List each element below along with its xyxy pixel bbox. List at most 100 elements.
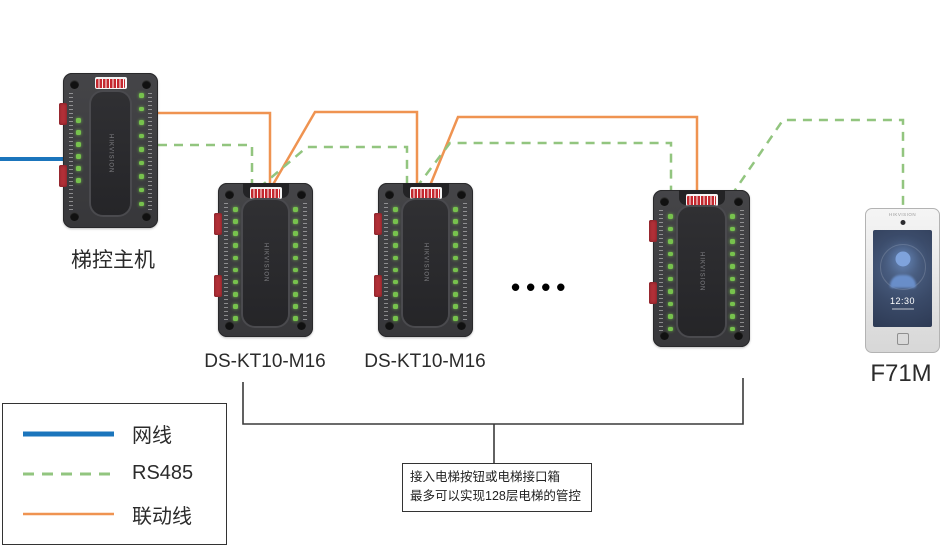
corner-screw bbox=[734, 331, 743, 340]
corner-screw bbox=[297, 190, 306, 199]
led-column bbox=[233, 207, 238, 321]
controller-model-label-1: DS-KT10-M16 bbox=[204, 351, 326, 372]
led-column bbox=[139, 93, 144, 206]
led-column bbox=[393, 207, 398, 321]
led-indicator bbox=[730, 301, 735, 306]
led-indicator bbox=[393, 231, 398, 236]
legend-line-linkage bbox=[23, 513, 114, 516]
device-faceplate: HIKVISION bbox=[678, 207, 725, 336]
led-indicator bbox=[139, 133, 144, 139]
led-indicator bbox=[293, 255, 298, 261]
dip-switch-icon bbox=[409, 187, 442, 199]
linkage-wire-2 bbox=[269, 110, 419, 189]
led-indicator bbox=[76, 130, 81, 135]
led-indicator bbox=[393, 255, 398, 261]
note-bracket-line bbox=[242, 378, 744, 425]
legend-label-network: 网线 bbox=[132, 425, 172, 448]
led-indicator bbox=[233, 243, 238, 248]
corner-screw bbox=[297, 321, 306, 330]
note-box: 接入电梯按钮或电梯接口箱 最多可以实现128层电梯的管控 bbox=[402, 463, 592, 512]
red-connector bbox=[59, 165, 67, 187]
led-indicator bbox=[730, 314, 735, 319]
face-silhouette-icon bbox=[889, 274, 916, 288]
screen-date-placeholder bbox=[891, 307, 914, 310]
floor-controller-n: HIKVISION bbox=[649, 190, 750, 347]
corner-screw bbox=[734, 197, 743, 206]
corner-screw bbox=[142, 212, 151, 221]
legend-line-network bbox=[23, 431, 114, 437]
led-indicator bbox=[233, 231, 238, 236]
red-connector bbox=[649, 282, 657, 304]
corner-screw bbox=[70, 80, 79, 89]
led-indicator bbox=[668, 226, 673, 231]
brand-text: HIKVISION bbox=[422, 243, 429, 283]
legend-item-rs485: RS485 bbox=[21, 462, 226, 485]
led-indicator bbox=[393, 267, 398, 273]
face-silhouette-icon bbox=[895, 251, 910, 267]
brand-text: HIKVISION bbox=[262, 243, 269, 283]
led-indicator bbox=[139, 106, 144, 112]
led-indicator bbox=[668, 276, 673, 281]
led-indicator bbox=[453, 279, 458, 285]
led-indicator bbox=[393, 316, 398, 321]
led-indicator bbox=[233, 219, 238, 224]
led-indicator bbox=[233, 279, 238, 285]
floor-controller-1: HIKVISION bbox=[214, 183, 313, 337]
led-column bbox=[453, 207, 458, 321]
led-indicator bbox=[139, 120, 144, 125]
dip-switch-icon bbox=[249, 187, 282, 199]
corner-screw bbox=[457, 190, 466, 199]
dip-switch-icon bbox=[94, 77, 127, 89]
led-indicator bbox=[393, 243, 398, 248]
led-indicator bbox=[668, 214, 673, 219]
device-faceplate: HIKVISION bbox=[403, 200, 448, 326]
led-indicator bbox=[233, 304, 238, 309]
led-indicator bbox=[730, 264, 735, 269]
red-connector bbox=[374, 213, 382, 235]
red-connector bbox=[649, 220, 657, 242]
red-connector bbox=[374, 275, 382, 297]
corner-screw bbox=[225, 190, 234, 199]
led-indicator bbox=[730, 251, 735, 256]
led-indicator bbox=[730, 276, 735, 281]
corner-screw bbox=[385, 190, 394, 199]
led-indicator bbox=[393, 292, 398, 297]
led-indicator bbox=[139, 93, 144, 98]
linkage-wire-3 bbox=[427, 115, 699, 193]
led-indicator bbox=[293, 267, 298, 273]
camera-icon bbox=[900, 220, 905, 225]
led-indicator bbox=[76, 118, 81, 123]
led-indicator bbox=[233, 207, 238, 212]
led-indicator bbox=[453, 219, 458, 224]
note-line-1: 接入电梯按钮或电梯接口箱 bbox=[410, 470, 561, 484]
legend-line-rs485 bbox=[23, 472, 114, 476]
led-indicator bbox=[730, 289, 735, 294]
led-indicator bbox=[668, 301, 673, 306]
led-indicator bbox=[76, 142, 81, 147]
terminal-strip bbox=[740, 210, 744, 333]
screen-clock: 12:30 bbox=[889, 295, 916, 306]
face-scan-ring bbox=[879, 243, 926, 290]
led-indicator bbox=[453, 316, 458, 321]
led-indicator bbox=[453, 231, 458, 236]
terminal-strip bbox=[224, 203, 228, 323]
floor-controller-2: HIKVISION bbox=[374, 183, 473, 337]
rs485-wire-2 bbox=[258, 145, 409, 189]
led-indicator bbox=[668, 289, 673, 294]
led-indicator bbox=[233, 267, 238, 273]
dip-switch-icon bbox=[685, 194, 718, 206]
brand-text: HIKVISION bbox=[888, 212, 917, 217]
led-indicator bbox=[139, 160, 144, 166]
led-indicator bbox=[139, 147, 144, 152]
corner-screw bbox=[457, 321, 466, 330]
led-indicator bbox=[76, 166, 81, 171]
brand-text: HIKVISION bbox=[107, 133, 114, 174]
led-indicator bbox=[730, 326, 735, 331]
legend-label-linkage: 联动线 bbox=[132, 505, 192, 528]
terminal-strip bbox=[69, 93, 73, 212]
led-indicator bbox=[668, 239, 673, 244]
controller-model-label-2: DS-KT10-M16 bbox=[364, 351, 486, 372]
led-column bbox=[668, 214, 673, 331]
legend-item-network: 网线 bbox=[21, 419, 226, 448]
